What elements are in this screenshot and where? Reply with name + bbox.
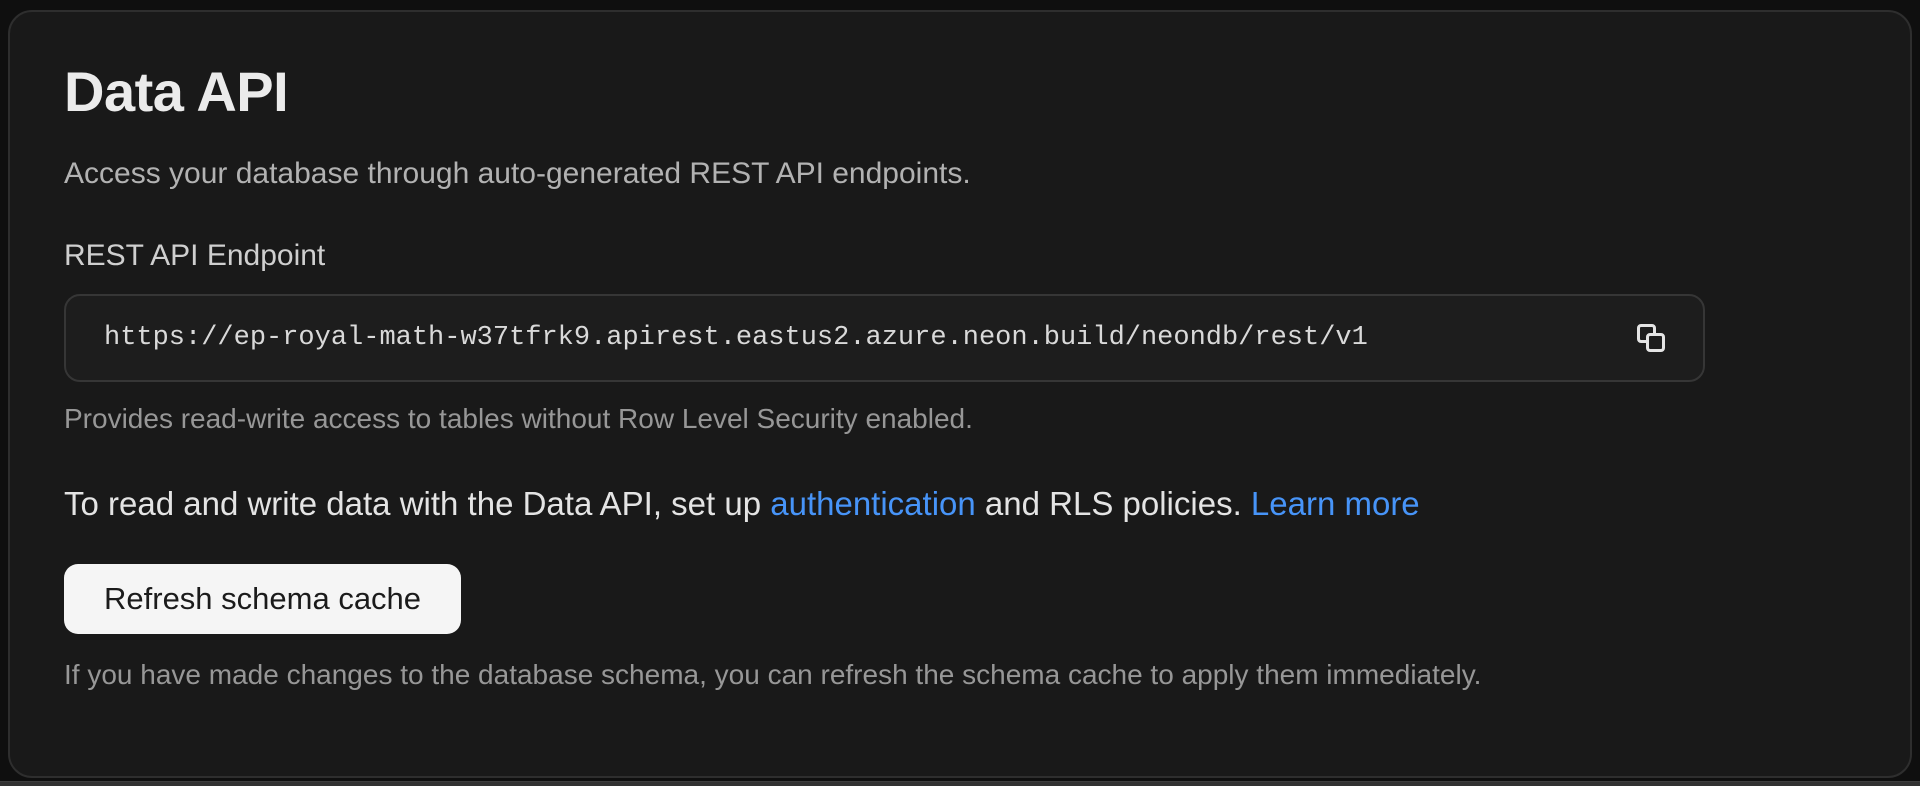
panel-subtitle: Access your database through auto-genera…	[64, 157, 971, 190]
copy-url-button[interactable]	[1625, 312, 1677, 364]
endpoint-help-text: Provides read-write access to tables wit…	[64, 403, 973, 434]
authentication-link[interactable]: authentication	[770, 485, 976, 522]
refresh-schema-cache-button[interactable]: Refresh schema cache	[64, 564, 462, 634]
data-api-panel: Data API Access your database through au…	[8, 10, 1912, 778]
learn-more-link[interactable]: Learn more	[1250, 485, 1420, 522]
rest-api-endpoint-field: https://ep-royal-math-w37tfrk9.apirest.e…	[64, 294, 1705, 382]
rls-note-text-before: To read and write data with the Data API…	[64, 485, 771, 522]
page-title: Data API	[64, 60, 289, 123]
rest-api-endpoint-label: REST API Endpoint	[64, 239, 326, 272]
rest-api-endpoint-url[interactable]: https://ep-royal-math-w37tfrk9.apirest.e…	[104, 323, 1368, 353]
copy-icon	[1634, 321, 1668, 355]
refresh-help-text: If you have made changes to the database…	[64, 659, 1482, 690]
rls-note-text-middle: and RLS policies.	[975, 485, 1251, 522]
rls-policies-note: To read and write data with the Data API…	[64, 484, 1856, 524]
next-card-top-edge	[0, 781, 1920, 786]
